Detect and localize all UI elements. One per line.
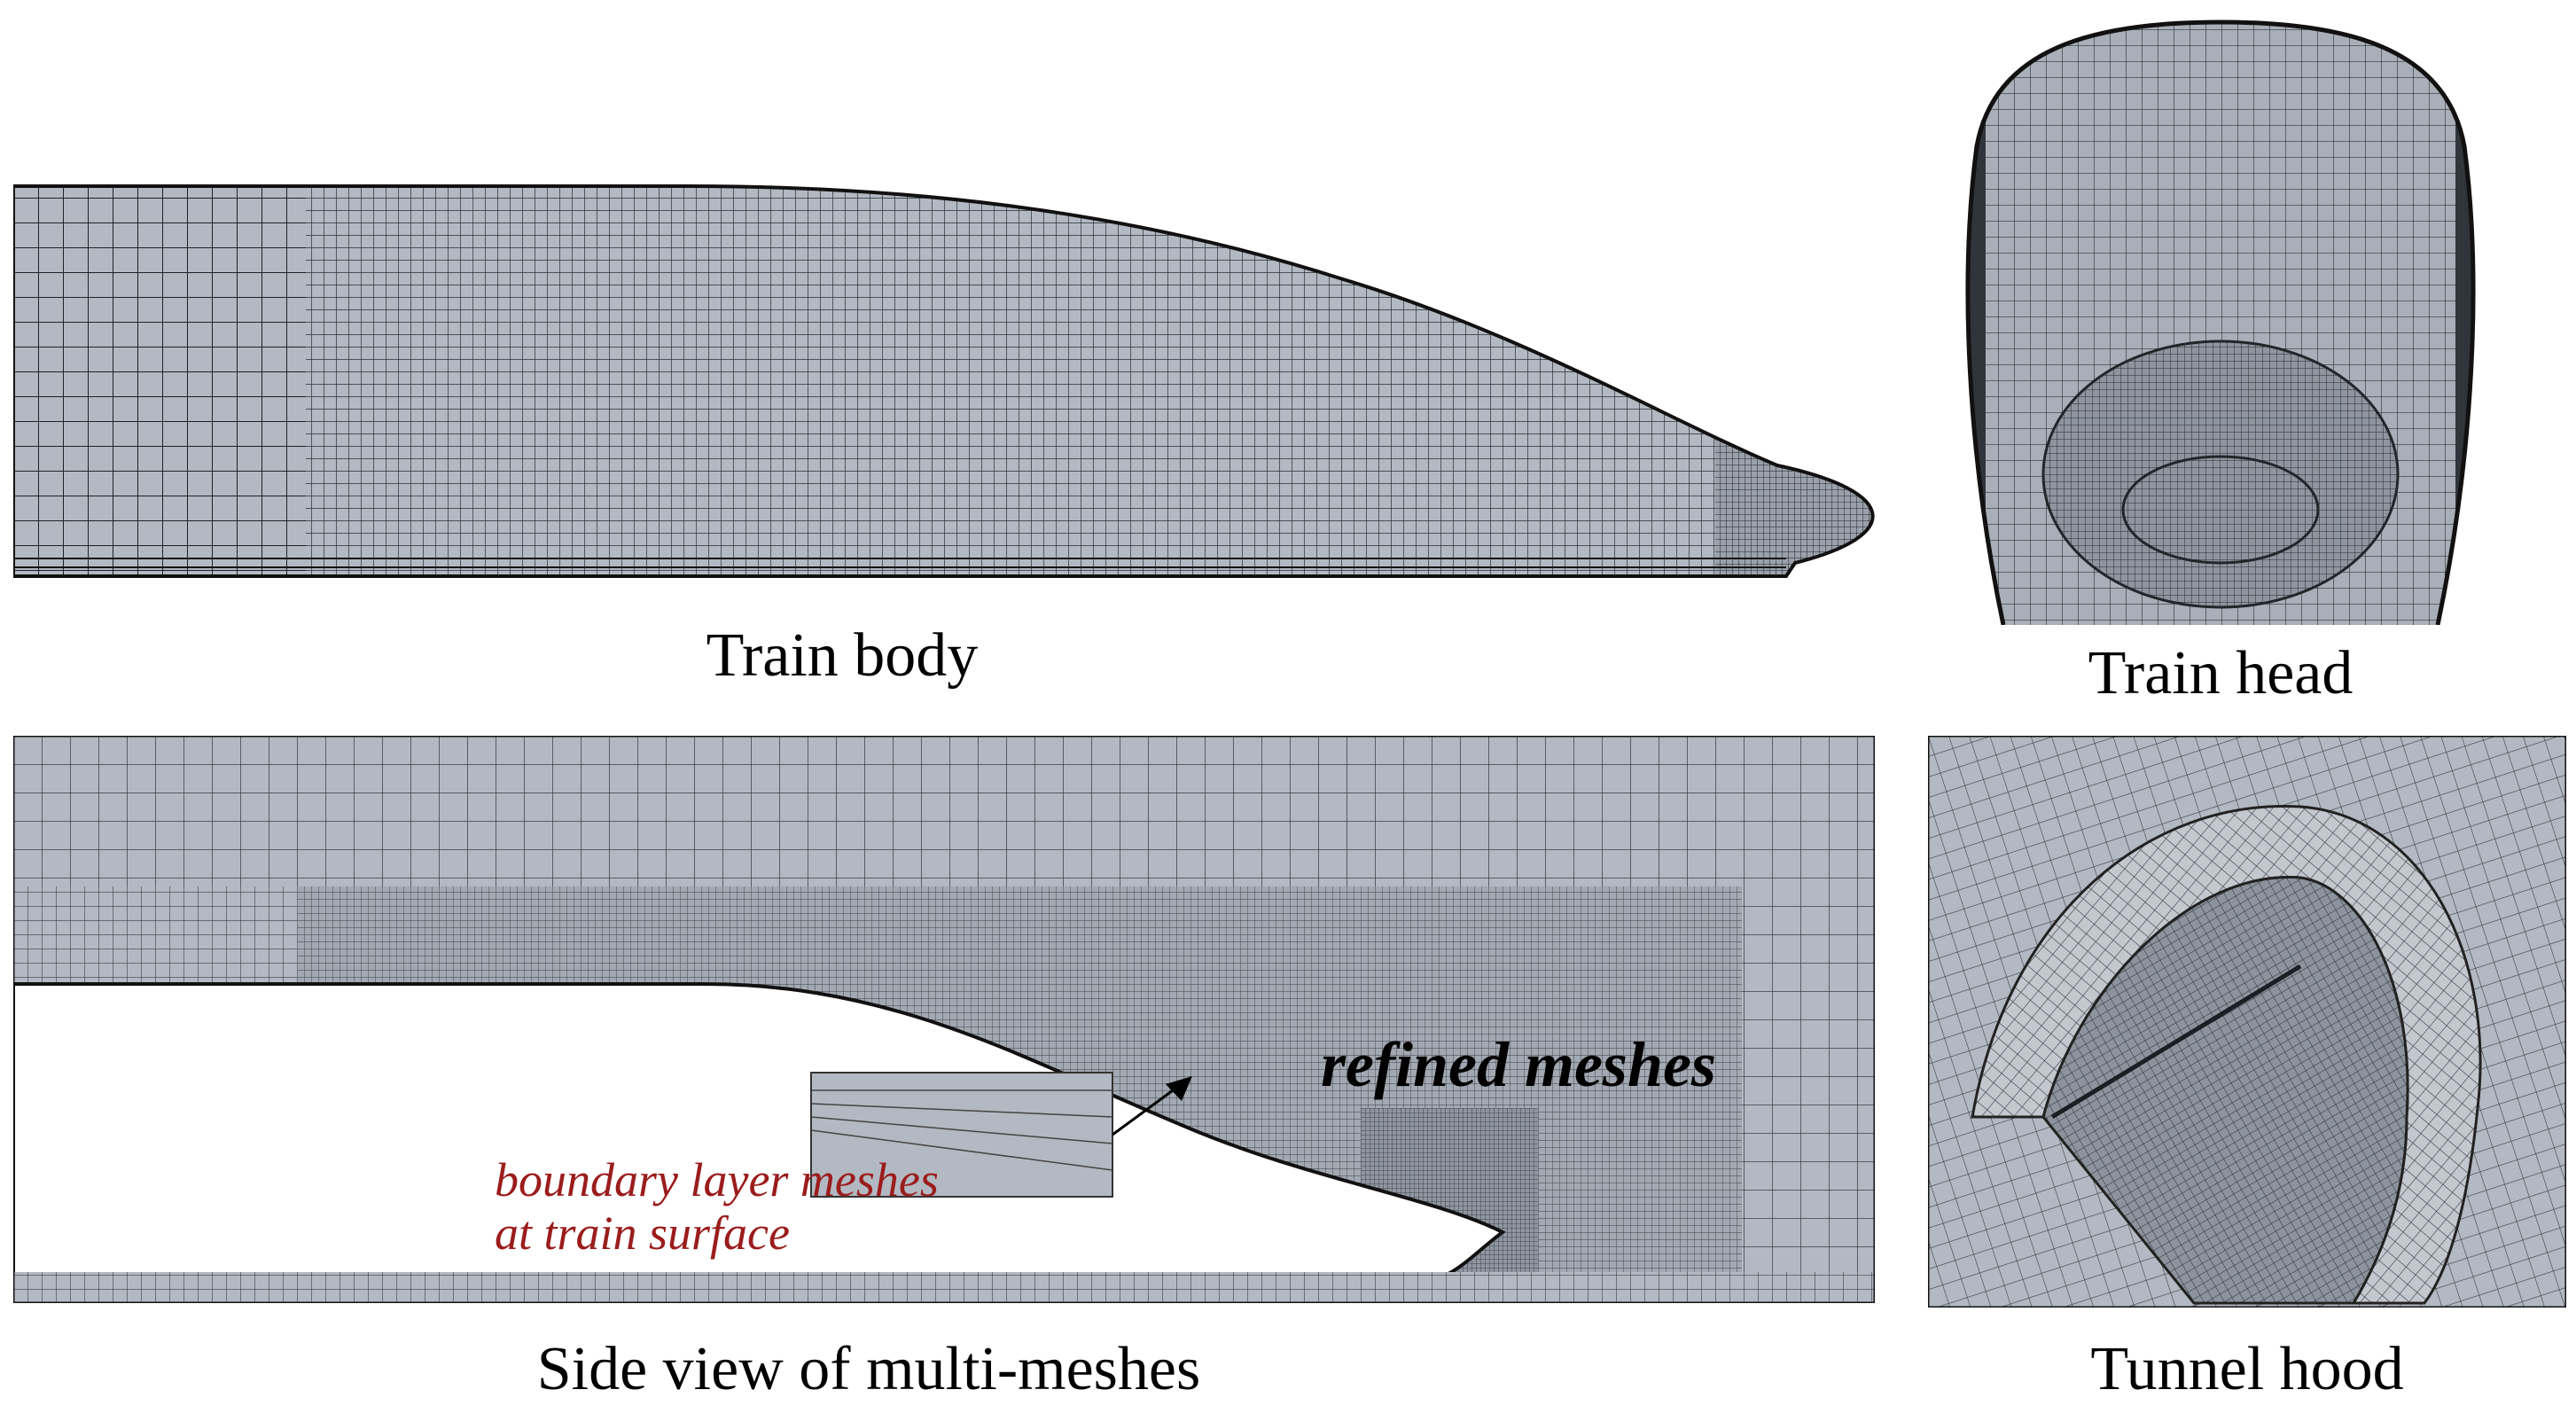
pointer-arrow: [1112, 1076, 1192, 1136]
boundary-layer-inset: [810, 1072, 1113, 1198]
train-body-caption: Train body: [706, 621, 979, 690]
refined-meshes-label: refined meshes: [1321, 1029, 1716, 1100]
train-head-panel: [1950, 13, 2491, 625]
train-head-mesh: [1965, 20, 2476, 625]
train-body-panel: [13, 173, 1893, 589]
boundary-layer-label-line2: at train surface: [495, 1206, 790, 1260]
tunnel-hood-caption: Tunnel hood: [2090, 1335, 2404, 1403]
tunnel-hood-panel: [1928, 736, 2566, 1308]
train-head-caption: Train head: [2088, 639, 2354, 707]
side-view-caption: Side view of multi-meshes: [536, 1335, 1201, 1403]
tunnel-hood-mesh: [1928, 736, 2566, 1308]
side-view-panel: [13, 736, 1875, 1303]
train-body-mesh: [13, 184, 1875, 578]
boundary-layer-label-line1: boundary layer meshes: [495, 1153, 939, 1206]
side-view-mesh: [13, 736, 1875, 1303]
